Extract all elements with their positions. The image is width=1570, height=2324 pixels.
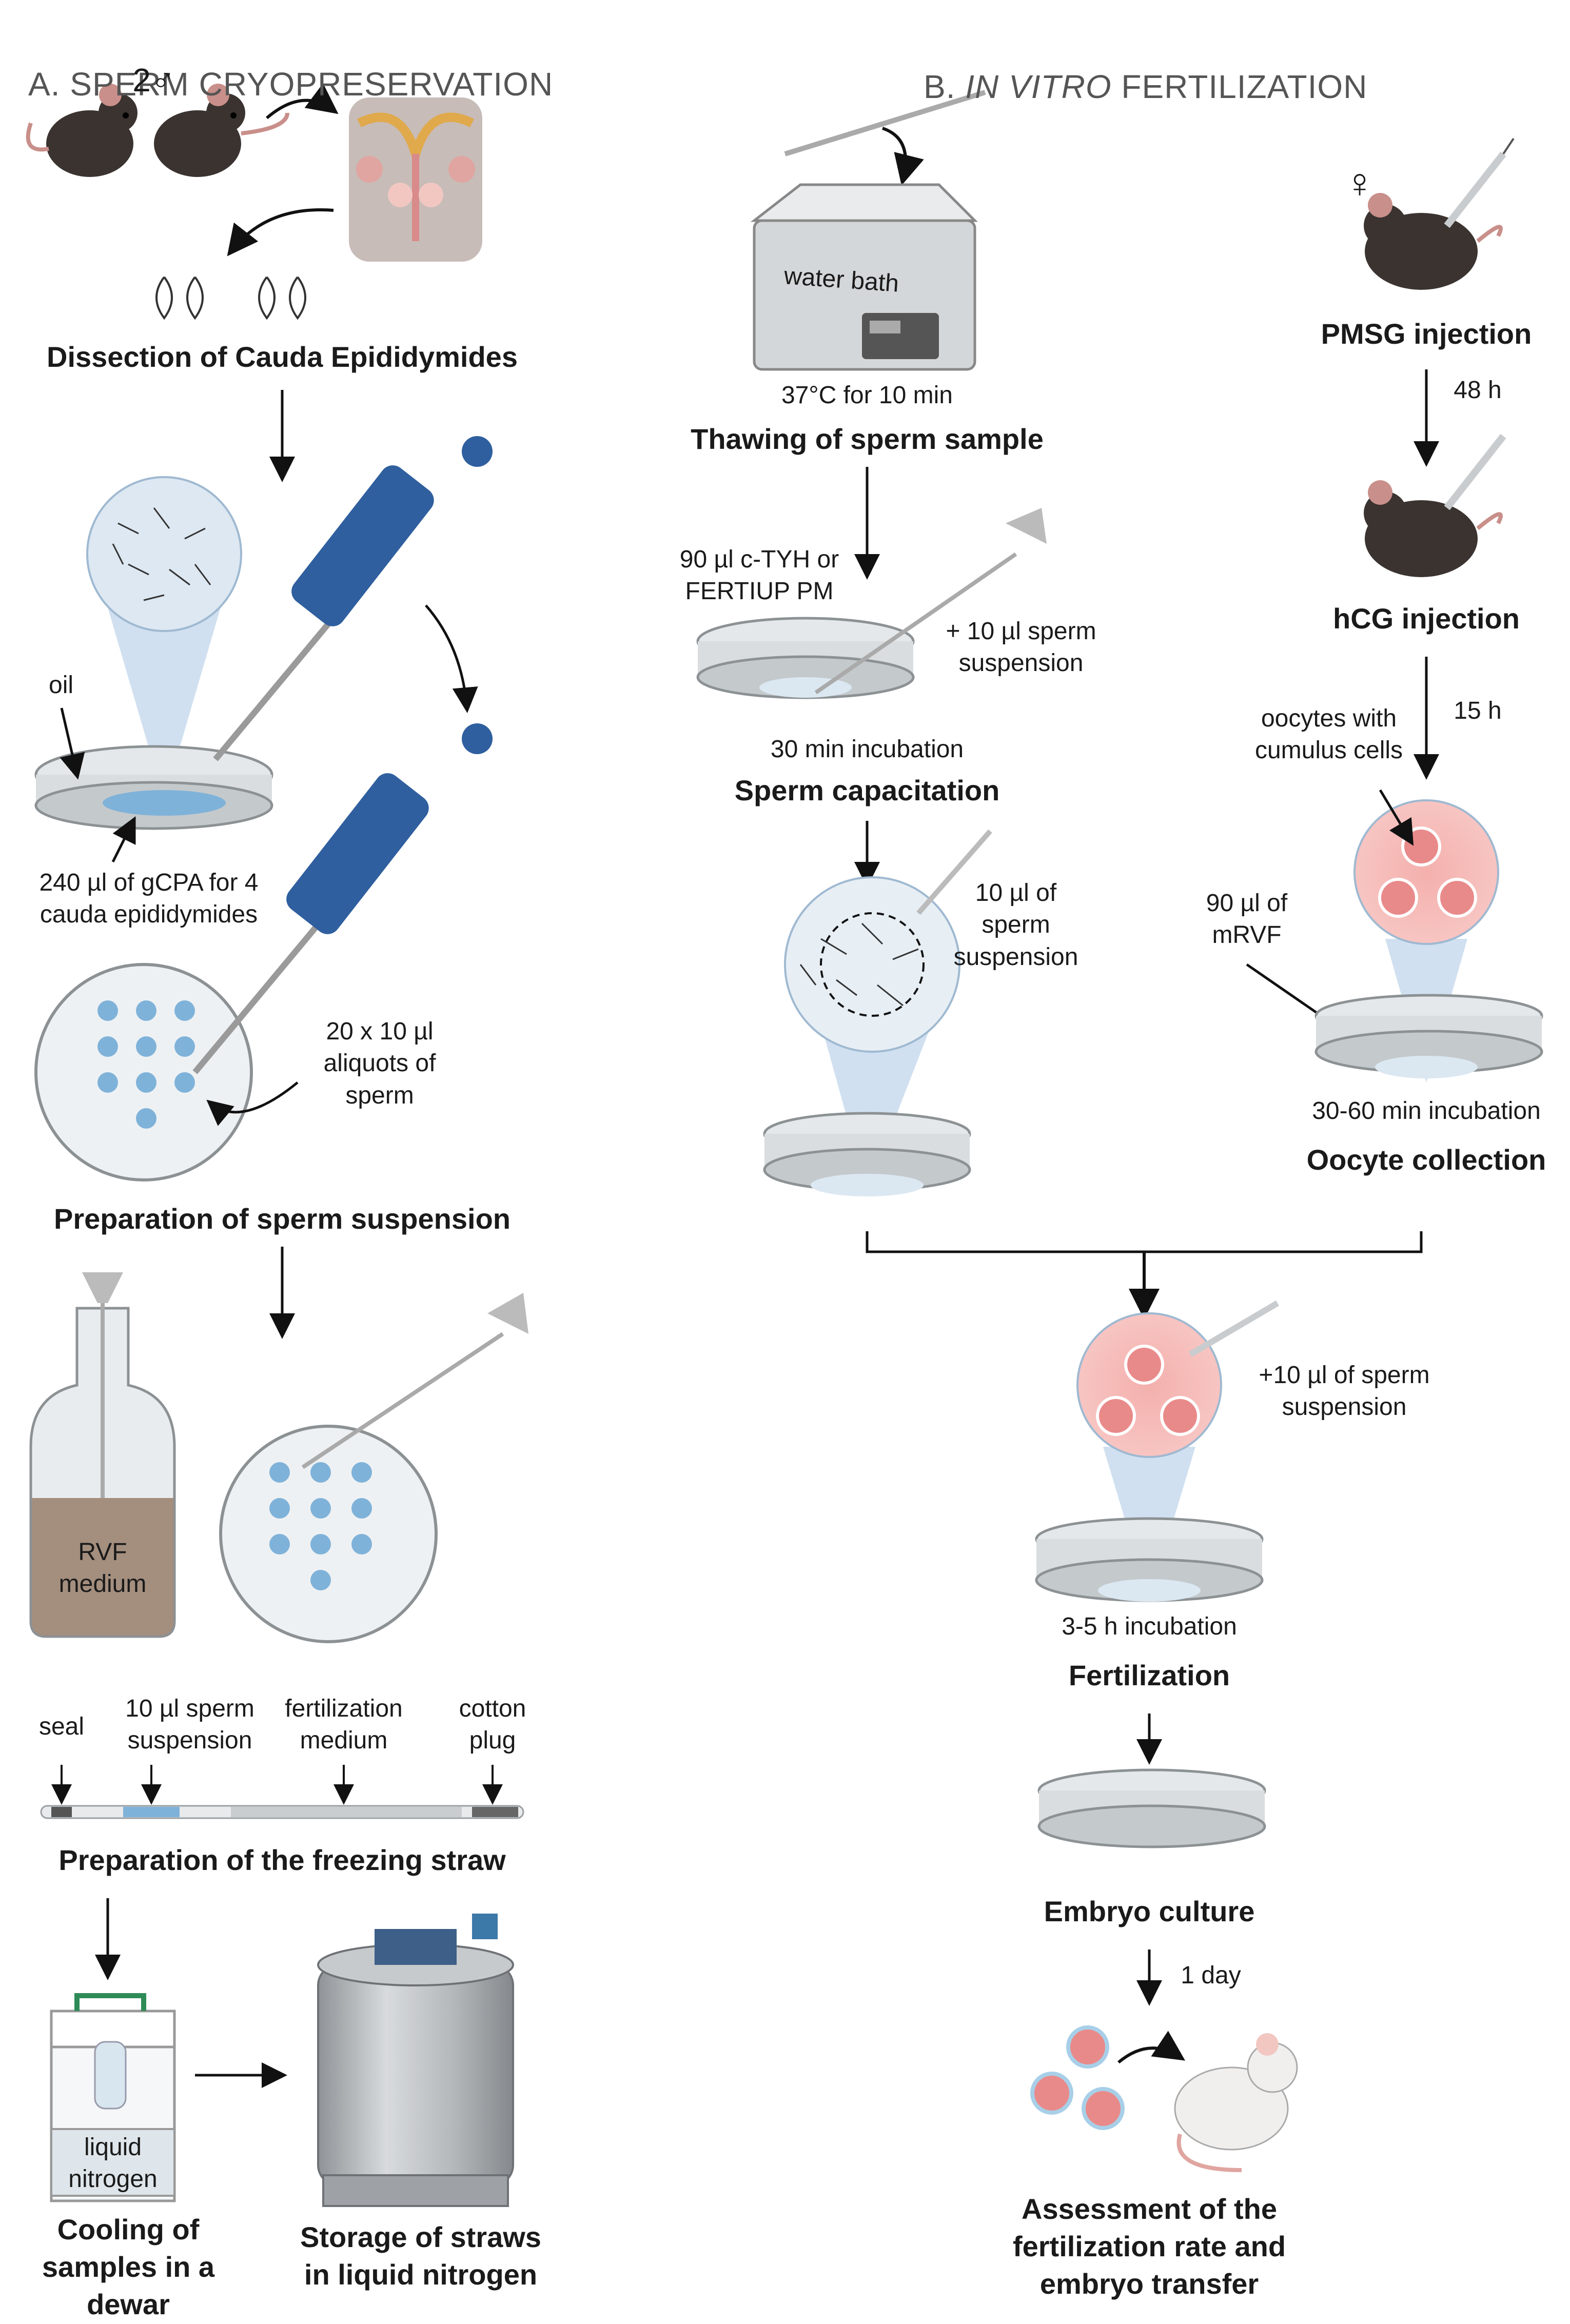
zoom-cone [103,590,226,800]
1day-label: 1 day [1181,1962,1241,1989]
male-symbol-label: 2♂ [132,62,175,99]
arrow [227,208,334,257]
straw-icon [784,90,986,156]
water-bath-icon [750,183,978,371]
sperm-magnified-circle [86,476,242,632]
petri-dish [1035,1517,1264,1602]
incubation-30-label: 30 min incubation [770,736,964,763]
zoom-cone [816,1006,939,1190]
oocytes-cumulus-label: oocytes with cumulus cells [1254,705,1403,764]
sperm-magnified-circle [784,876,960,1053]
syringe-icon [1444,434,1506,510]
petri-dish [34,745,273,830]
capacitation-title: Sperm capacitation [734,774,1000,806]
oocyte-collection-title: Oocyte collection [1306,1144,1546,1176]
petri-dish [1037,1768,1266,1848]
arrow [1117,2031,1185,2064]
sperm-10-label: 10 µl of sperm suspension [953,879,1078,971]
dewar-icon [50,1993,176,2202]
fertilization-title: Fertilization [1068,1659,1230,1691]
aliquots-label: 20 x 10 µl aliquots of sperm [323,1018,436,1109]
straw-tool-icon [301,1293,528,1469]
hcg-title: hCG injection [1333,602,1520,635]
straw-tool-icon [814,508,1047,695]
female-symbol-label: ♀ [1344,160,1375,206]
incubation-35-label: 3-5 h incubation [1062,1613,1237,1640]
cooling-title: Cooling of samples in a dewar [42,2213,215,2320]
section-a-title: A. SPERM CRYOPRESERVATION [28,66,554,103]
section-b-title: B. IN VITRO FERTILIZATION [924,68,1368,106]
petri-dish [763,1112,971,1196]
dissection-title: Dissection of Cauda Epididymides [47,341,518,373]
arrow [60,707,85,780]
ctyh-label: 90 µl c-TYH or FERTIUP PM [679,546,839,605]
reproductive-organ-icon [349,97,482,262]
oocyte-magnified-circle [1353,799,1499,945]
prep-suspension-title: Preparation of sperm suspension [54,1203,511,1235]
petri-dish [696,617,915,699]
assessment-title: Assessment of the fertilization rate and… [1012,2193,1286,2300]
15h-label: 15 h [1454,697,1502,724]
arrow [882,127,924,186]
arrow [206,1081,299,1126]
rvf-label: RVF medium [58,1539,147,1598]
aliquot-dish [34,963,253,1181]
prep-straw-title: Preparation of the freezing straw [58,1844,506,1876]
gcpa-label: 240 µl of gCPA for 4 cauda epididymides [39,869,259,929]
pmsg-title: PMSG injection [1321,318,1532,350]
thawing-title: Thawing of sperm sample [691,423,1044,455]
fertilization-medium-label: fertilization medium [285,1695,403,1755]
merge-bracket [866,1231,1423,1253]
thaw-condition-label: 37°C for 10 min [781,382,953,409]
arrow [1379,789,1414,846]
arrow [425,604,478,713]
seal-label: seal [38,1713,85,1740]
female-mouse-icon [1364,480,1503,577]
plus-sperm-label: + 10 µl sperm suspension [946,618,1096,677]
incubation-3060-label: 30-60 min incubation [1312,1097,1541,1125]
pipette-icon [192,723,493,1074]
cotton-plug-label: cotton plug [459,1695,526,1755]
liquid-nitrogen-label: liquid nitrogen [68,2134,158,2193]
pipette-tip-icon [916,829,992,915]
pipette-tip-icon [1188,1300,1280,1357]
embryo-culture-title: Embryo culture [1044,1895,1255,1927]
female-mouse-icon [1364,193,1503,290]
plus10-label: +10 µl of sperm suspension [1259,1362,1430,1421]
cauda-epididymis-icon [155,276,306,320]
male-mouse-icon [154,84,289,177]
rvf-medium-bottle [29,1272,176,1638]
arrow [266,83,339,120]
48h-label: 48 h [1454,377,1502,404]
oil-label: oil [49,672,74,699]
arrow [111,816,136,863]
sperm-suspension-label: 10 µl sperm suspension [125,1695,254,1755]
embryo-icon [1030,2025,1125,2130]
mrvf-label: 90 µl of mRVF [1206,890,1288,949]
aliquot-dish [219,1425,438,1643]
recipient-mouse-icon [1174,2033,1298,2172]
male-mouse-icon [26,84,138,177]
petri-dish [1314,994,1543,1078]
syringe-icon [1444,137,1515,228]
pipette-icon [213,436,493,761]
storage-title: Storage of straws in liquid nitrogen [300,2221,541,2291]
liquid-nitrogen-tank-icon [317,1914,514,2207]
oocyte-magnified-circle [1076,1312,1222,1458]
freezing-straw [40,1805,524,1819]
